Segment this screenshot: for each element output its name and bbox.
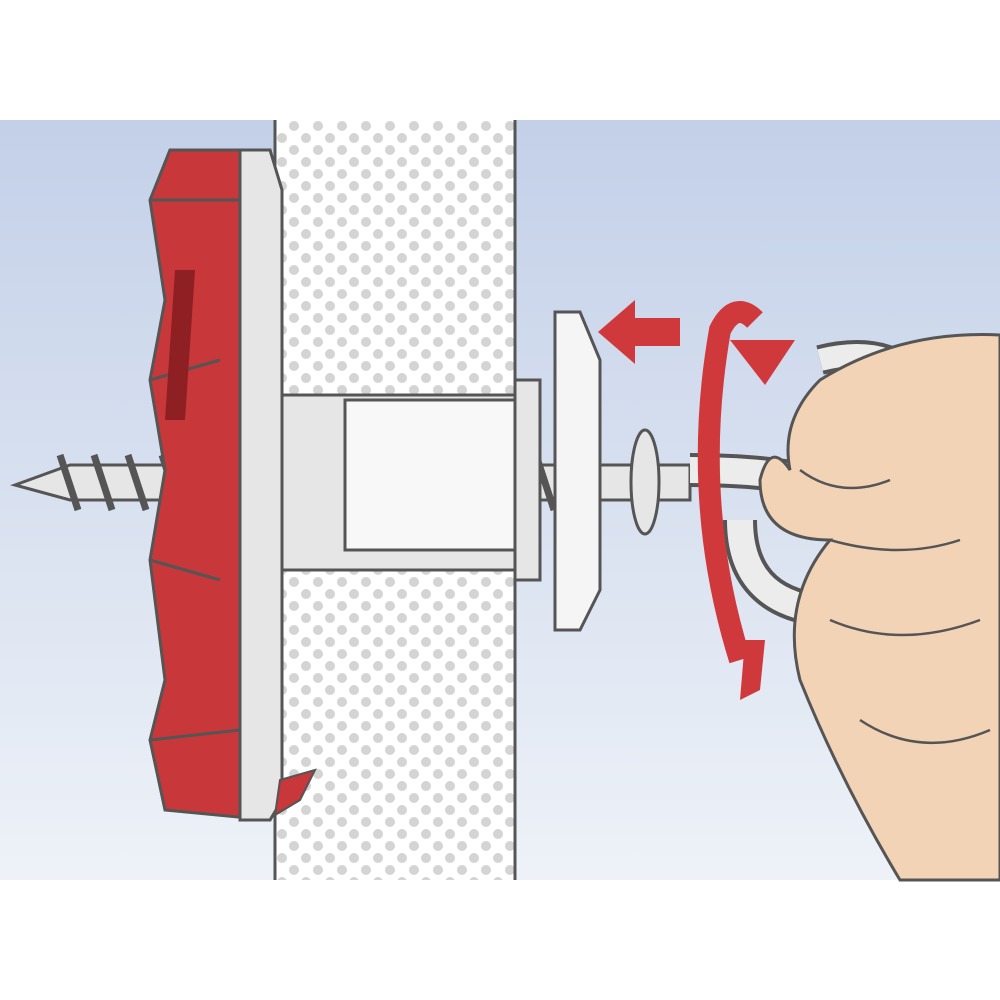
anchor-sleeve xyxy=(273,378,542,582)
red-toggle-anchor xyxy=(148,148,317,822)
hand xyxy=(758,333,1000,882)
screw-thread xyxy=(90,453,116,512)
rotate-arrow-icon xyxy=(697,301,795,700)
washer xyxy=(553,310,602,632)
screw-thread xyxy=(124,453,150,512)
arrow-left-icon xyxy=(598,300,680,364)
screw-thread xyxy=(56,453,82,512)
